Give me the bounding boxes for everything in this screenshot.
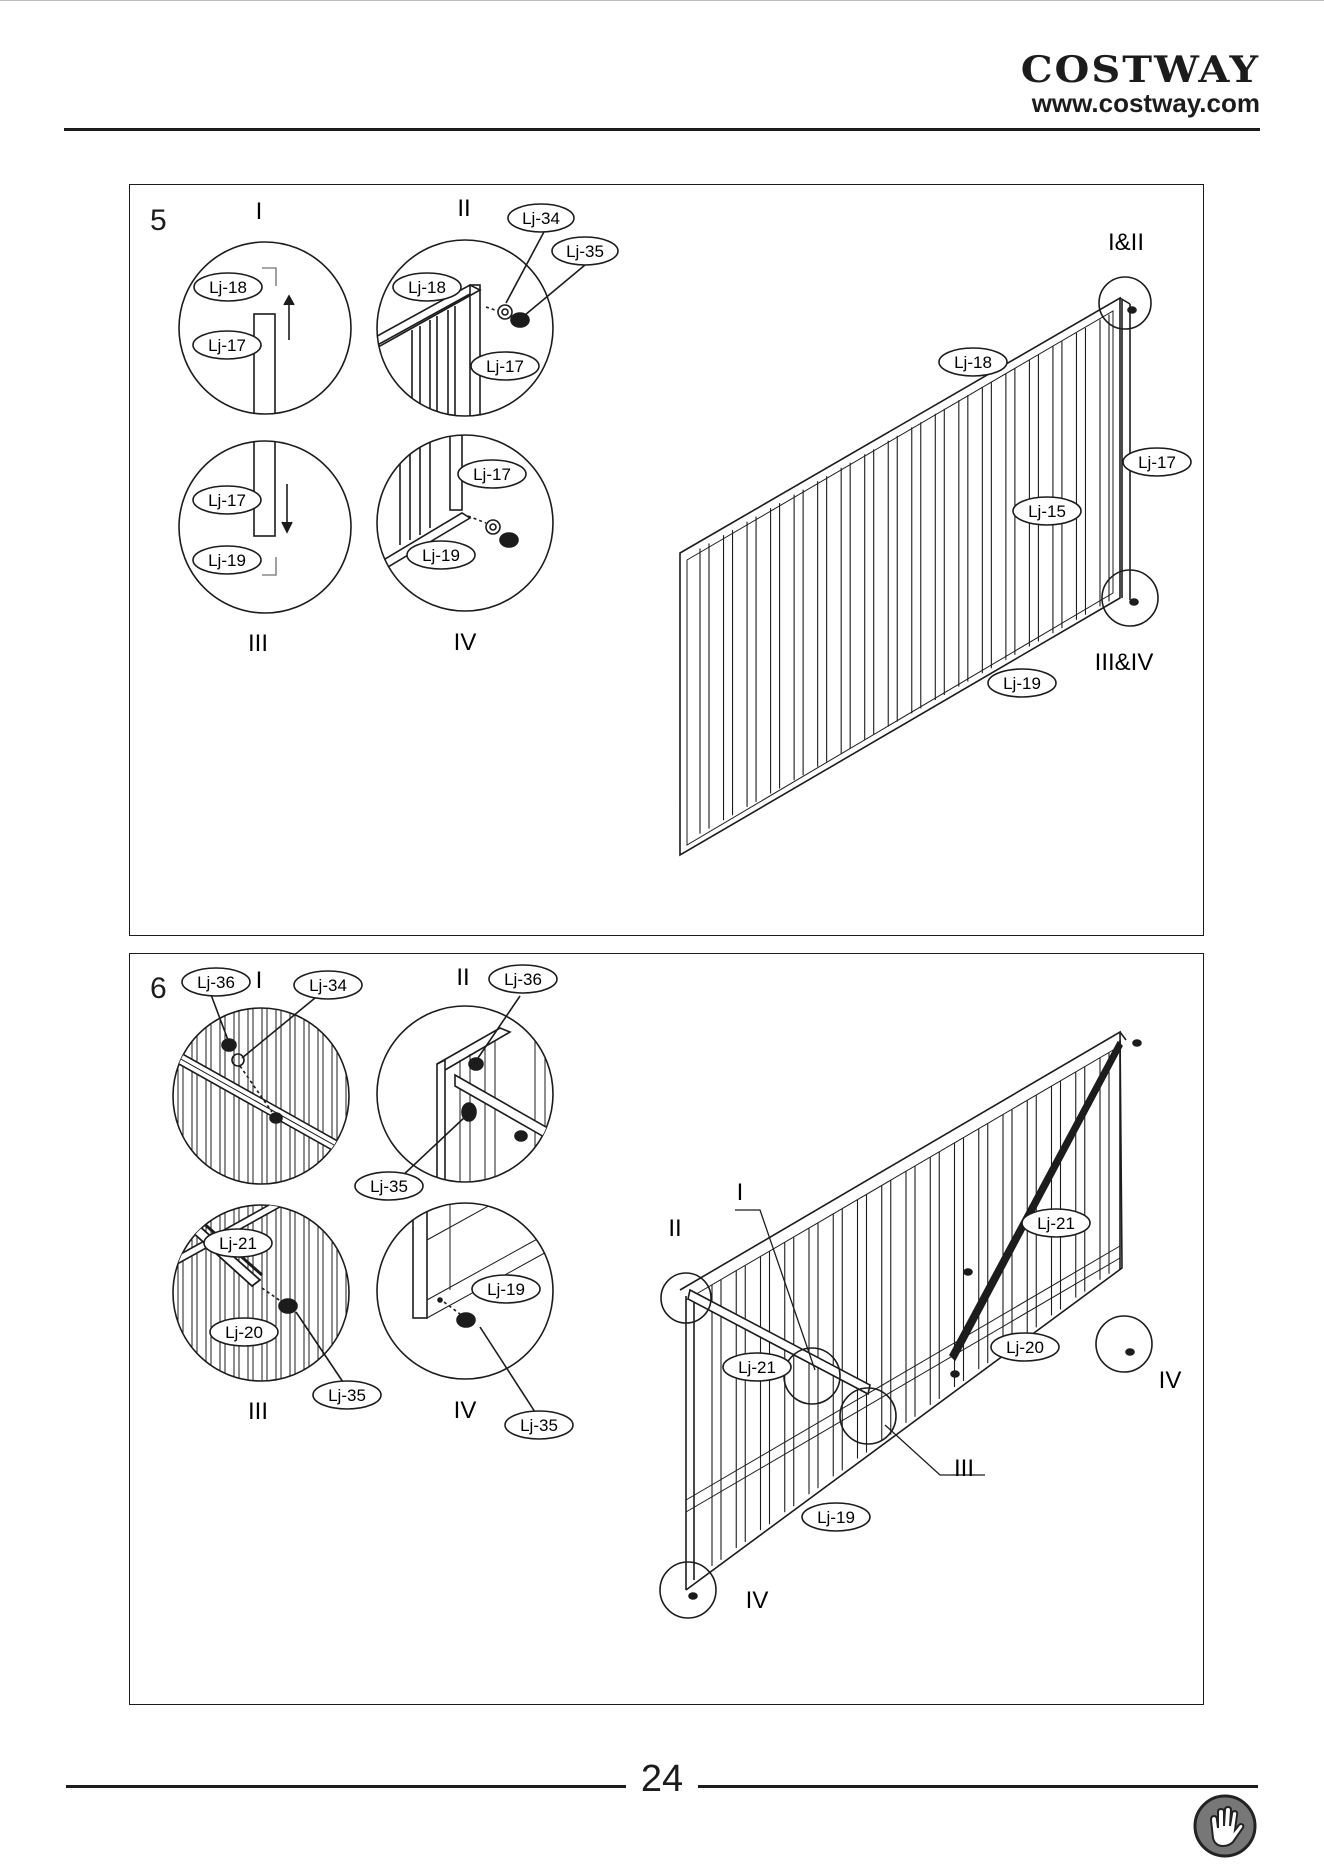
part-label: Lj-17 <box>473 465 511 484</box>
part-label: Lj-19 <box>817 1508 855 1527</box>
roman-label: I <box>256 198 263 225</box>
glove-icon <box>1193 1794 1257 1858</box>
part-label: Lj-19 <box>487 1280 525 1299</box>
part-label: Lj-21 <box>1037 1214 1075 1233</box>
callout-label: IV <box>746 1587 769 1614</box>
part-label: Lj-36 <box>197 973 235 992</box>
step-5-number: 5 <box>150 204 167 237</box>
part-label: Lj-18 <box>954 353 992 372</box>
footer-rule-right <box>698 1785 1258 1788</box>
part-label: Lj-35 <box>370 1177 408 1196</box>
part-label: Lj-35 <box>566 242 604 261</box>
roman-label: I <box>256 967 263 994</box>
detail-5-II <box>370 230 585 430</box>
part-label: Lj-19 <box>1003 674 1041 693</box>
step-6-number: 6 <box>150 972 167 1005</box>
part-label: Lj-15 <box>1028 502 1066 521</box>
part-label: Lj-35 <box>520 1416 558 1435</box>
roman-label: II <box>457 195 470 222</box>
page-number: 24 <box>626 1758 698 1801</box>
detail-5-I <box>179 242 351 424</box>
part-label: Lj-17 <box>208 491 246 510</box>
part-label: Lj-17 <box>486 357 524 376</box>
callout-label: IV <box>1159 1367 1182 1394</box>
detail-6-III <box>170 1160 351 1390</box>
part-label: Lj-17 <box>208 336 246 355</box>
part-label: Lj-18 <box>408 278 446 297</box>
part-label: Lj-20 <box>1006 1338 1044 1357</box>
roman-label: III <box>248 630 268 657</box>
detail-6-II <box>377 996 560 1190</box>
part-label: Lj-19 <box>208 551 246 570</box>
callout-label: III <box>954 1455 974 1482</box>
callout-label: I&II <box>1108 229 1144 256</box>
part-label: Lj-34 <box>309 976 347 995</box>
fence-panel-5 <box>680 277 1158 855</box>
part-label: Lj-21 <box>738 1358 776 1377</box>
part-label: Lj-18 <box>209 278 247 297</box>
roman-label: IV <box>454 1397 477 1424</box>
roman-label: IV <box>454 629 477 656</box>
footer-rule-left <box>66 1785 626 1788</box>
part-label: Lj-17 <box>1138 453 1176 472</box>
part-label: Lj-35 <box>328 1386 366 1405</box>
part-label: Lj-19 <box>422 546 460 565</box>
detail-5-III <box>179 430 351 613</box>
roman-label: III <box>248 1398 268 1425</box>
part-label: Lj-20 <box>225 1323 263 1342</box>
fence-panel-6 <box>660 1030 1152 1618</box>
roman-label: II <box>456 964 469 991</box>
part-label: Lj-21 <box>219 1234 257 1253</box>
detail-6-I <box>170 992 351 1190</box>
detail-5-IV <box>370 430 553 611</box>
part-label: Lj-34 <box>522 209 560 228</box>
callout-label: I <box>737 1179 744 1206</box>
callout-label: II <box>668 1215 681 1242</box>
callout-label: III&IV <box>1095 649 1154 676</box>
part-label: Lj-36 <box>504 970 542 989</box>
